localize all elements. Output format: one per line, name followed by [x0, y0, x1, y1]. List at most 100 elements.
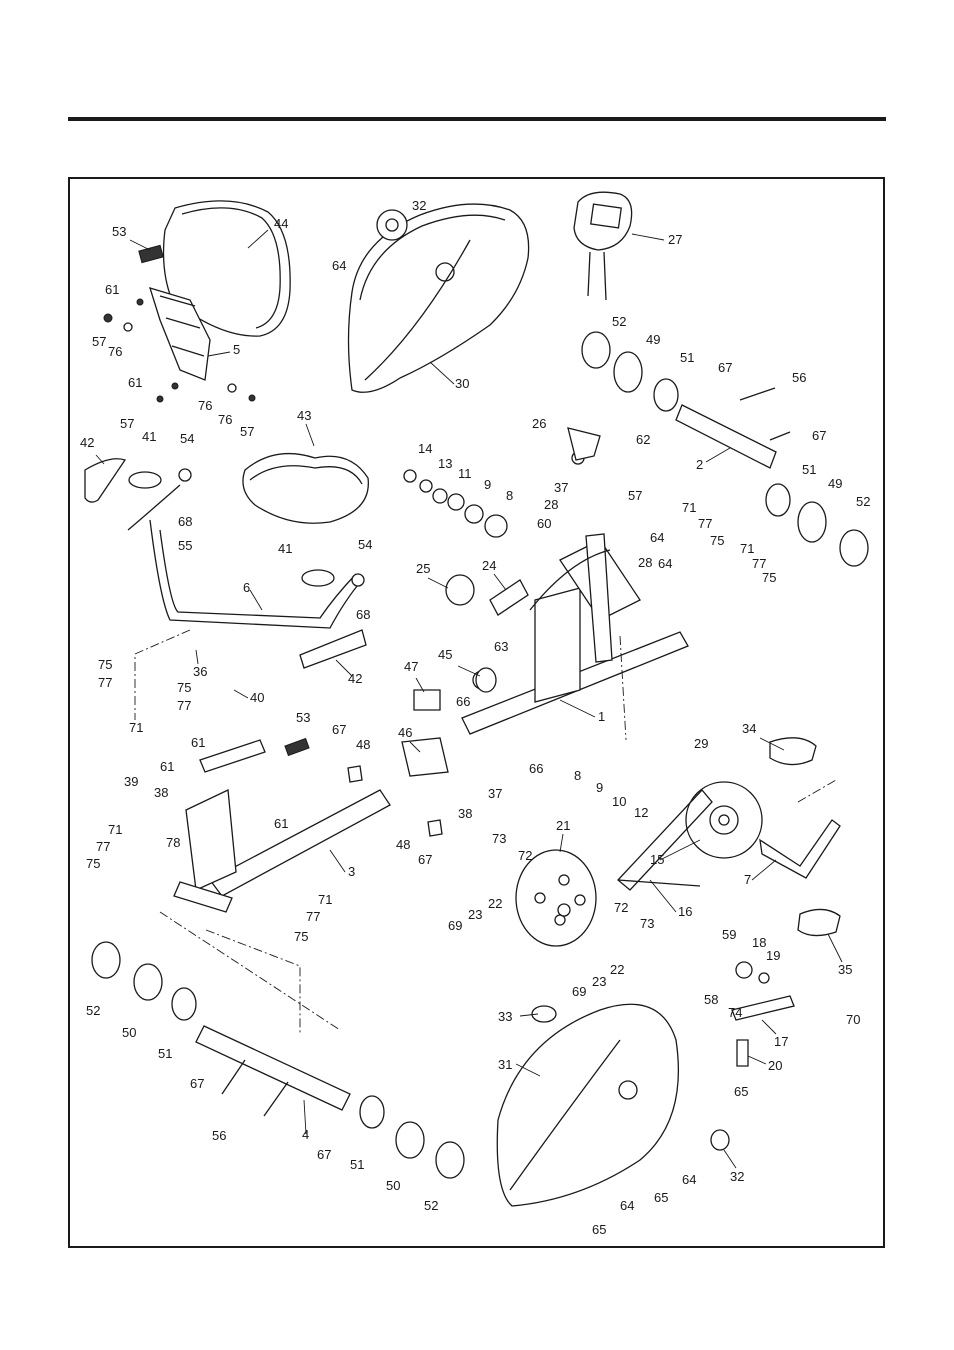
callout-c64c: 64 — [658, 556, 672, 571]
callout-c75b: 75 — [177, 680, 191, 695]
callout-c65c: 65 — [592, 1222, 606, 1237]
callout-c68a: 68 — [178, 514, 192, 529]
callout-c49b: 49 — [828, 476, 842, 491]
callout-c58: 58 — [704, 992, 718, 1007]
seat-post-part — [173, 737, 391, 913]
callout-c72a: 72 — [518, 848, 532, 863]
callout-c73a: 73 — [492, 831, 506, 846]
leader-line-c16 — [649, 879, 677, 913]
callout-c47: 47 — [404, 659, 418, 674]
callout-c38b: 38 — [154, 785, 168, 800]
callout-c77c: 77 — [698, 516, 712, 531]
callout-c57a: 57 — [92, 334, 106, 349]
callout-c28b: 28 — [638, 555, 652, 570]
callout-c56b: 56 — [212, 1128, 226, 1143]
callout-c76a: 76 — [108, 344, 122, 359]
callout-c53a: 53 — [112, 224, 126, 239]
callout-c68b: 68 — [356, 607, 370, 622]
callout-c61e: 61 — [274, 816, 288, 831]
callout-c46: 46 — [398, 725, 412, 740]
callout-c44: 44 — [274, 216, 288, 231]
callout-c74: 74 — [728, 1005, 742, 1020]
tension-assembly-part — [347, 667, 497, 837]
callout-c77a: 77 — [98, 675, 112, 690]
callout-c18: 18 — [752, 935, 766, 950]
front-stabilizer-part — [91, 941, 465, 1179]
callout-c69a: 69 — [448, 918, 462, 933]
callout-c41a: 41 — [142, 429, 156, 444]
callout-c75a: 75 — [98, 657, 112, 672]
callout-c77f: 77 — [306, 909, 320, 924]
sensor-bracket-part — [567, 427, 601, 461]
leader-line-c20 — [747, 1055, 767, 1065]
callout-c23b: 23 — [592, 974, 606, 989]
callout-c30: 30 — [455, 376, 469, 391]
callout-c56a: 56 — [792, 370, 806, 385]
callout-c61b: 61 — [128, 375, 142, 390]
leader-line-c42a — [95, 454, 105, 465]
callout-c66a: 66 — [456, 694, 470, 709]
callout-c76b: 76 — [198, 398, 212, 413]
leader-line-c44 — [247, 229, 269, 249]
callout-c6: 6 — [243, 580, 250, 595]
callout-c59: 59 — [722, 927, 736, 942]
callout-c36: 36 — [193, 664, 207, 679]
callout-c39: 39 — [124, 774, 138, 789]
callout-c45: 45 — [438, 647, 452, 662]
leader-line-c17 — [761, 1019, 777, 1035]
callout-c63: 63 — [494, 639, 508, 654]
saddle-part — [242, 452, 369, 524]
callout-c21: 21 — [556, 818, 570, 833]
callout-c50b: 50 — [386, 1178, 400, 1193]
callout-c52a: 52 — [612, 314, 626, 329]
crank-and-pedals-part — [759, 737, 841, 937]
leader-line-c5 — [207, 351, 231, 357]
callout-c70: 70 — [846, 1012, 860, 1027]
callout-c54b: 54 — [358, 537, 372, 552]
leader-line-c6 — [249, 589, 263, 611]
leader-line-c53a — [129, 239, 151, 251]
alignment-lines — [134, 629, 837, 1034]
callout-c12: 12 — [634, 805, 648, 820]
leader-line-c33 — [519, 1013, 539, 1017]
callout-c65a: 65 — [734, 1084, 748, 1099]
callout-c61a: 61 — [105, 282, 119, 297]
console-part — [573, 191, 633, 301]
leader-line-c15 — [659, 839, 701, 861]
callout-c71e: 71 — [318, 892, 332, 907]
callout-c19: 19 — [766, 948, 780, 963]
drive-pulley-part — [685, 781, 763, 859]
leader-line-c2 — [705, 447, 731, 463]
leader-line-c30 — [429, 361, 455, 385]
callout-c67b: 67 — [812, 428, 826, 443]
callout-c37b: 37 — [488, 786, 502, 801]
callout-c51a: 51 — [680, 350, 694, 365]
header-rule — [68, 117, 886, 121]
leader-line-c45 — [457, 665, 481, 677]
flywheel-part — [515, 849, 597, 947]
callout-c57b: 57 — [120, 416, 134, 431]
leader-line-c36 — [195, 649, 199, 665]
callout-c34: 34 — [742, 721, 756, 736]
callout-c32b: 32 — [730, 1169, 744, 1184]
callout-c57c: 57 — [240, 424, 254, 439]
callout-c76c: 76 — [218, 412, 232, 427]
callout-c43: 43 — [297, 408, 311, 423]
callout-c67d: 67 — [418, 852, 432, 867]
left-shroud-part — [347, 203, 530, 393]
callout-c4: 4 — [302, 1127, 309, 1142]
right-shroud-part — [496, 1003, 730, 1207]
callout-c71b: 71 — [682, 500, 696, 515]
callout-c13: 13 — [438, 456, 452, 471]
callout-c49a: 49 — [646, 332, 660, 347]
leader-line-c7 — [751, 859, 777, 881]
handlebar-part — [84, 458, 367, 669]
callout-c1: 1 — [598, 709, 605, 724]
leader-line-c24 — [493, 573, 507, 591]
callout-c17: 17 — [774, 1034, 788, 1049]
callout-c64e: 64 — [620, 1198, 634, 1213]
callout-c62: 62 — [636, 432, 650, 447]
callout-c28a: 28 — [544, 497, 558, 512]
